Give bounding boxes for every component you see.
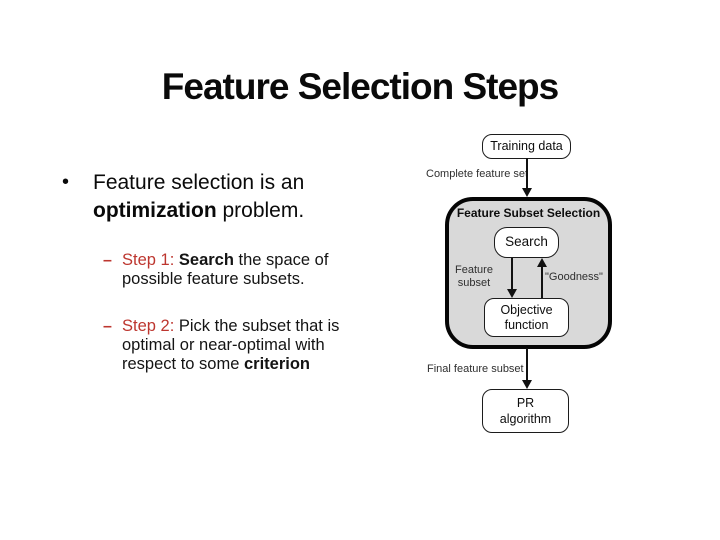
arrow-up-icon bbox=[537, 258, 547, 267]
connector-objective-to-search bbox=[541, 266, 543, 299]
bullet-line2-rest: problem. bbox=[216, 198, 305, 222]
connector-training-to-selection bbox=[526, 158, 528, 190]
step-2-dash: – bbox=[103, 318, 112, 335]
objective-line1: Objective bbox=[500, 303, 553, 317]
step-2-line3-rest: respect to some bbox=[122, 355, 244, 373]
step-2-line2: optimal or near-optimal with bbox=[122, 336, 325, 354]
bullet-bold-word: optimization bbox=[93, 198, 217, 222]
objective-line2: function bbox=[504, 318, 549, 332]
bullet-marker: • bbox=[62, 171, 70, 193]
bullet-line1: Feature selection is an bbox=[93, 171, 305, 194]
training-data-node: Training data bbox=[482, 134, 571, 159]
bullet-item: • Feature selection is an optimization pr… bbox=[62, 169, 373, 224]
pr-algorithm-node: PR algorithm bbox=[482, 389, 569, 433]
step-2-label: Step 2: bbox=[122, 317, 175, 335]
step-2-line1-rest: Pick the subset that is bbox=[174, 317, 340, 335]
connector-selection-to-pr bbox=[526, 348, 528, 381]
step-1-dash: – bbox=[103, 252, 112, 269]
step-1-bold-word: Search bbox=[174, 251, 234, 269]
arrow-down-icon bbox=[522, 188, 532, 197]
goodness-label: "Goodness" bbox=[545, 271, 603, 283]
step-2-bold-word: criterion bbox=[243, 355, 311, 373]
pr-line1: PR bbox=[516, 396, 535, 410]
page-title: Feature Selection Steps bbox=[161, 66, 559, 107]
pr-line2: algorithm bbox=[499, 412, 552, 426]
connector-search-to-objective bbox=[511, 258, 513, 291]
arrow-down-icon bbox=[507, 289, 517, 298]
feature-subset-line1: Feature bbox=[455, 264, 493, 276]
step-1-line2: possible feature subsets. bbox=[122, 270, 305, 288]
feature-subset-line2: subset bbox=[457, 276, 491, 289]
arrow-down-icon bbox=[522, 380, 532, 389]
final-feature-subset-label: Final feature subset bbox=[427, 363, 524, 375]
container-title: Feature Subset Selection bbox=[456, 206, 601, 220]
step-1-label: Step 1: bbox=[122, 251, 175, 269]
bullet-text: Feature selection is an optimization prob… bbox=[93, 169, 373, 224]
complete-feature-set-label: Complete feature set bbox=[426, 168, 529, 180]
step-1-line1-rest: the space of bbox=[233, 251, 329, 269]
search-node: Search bbox=[494, 227, 559, 258]
